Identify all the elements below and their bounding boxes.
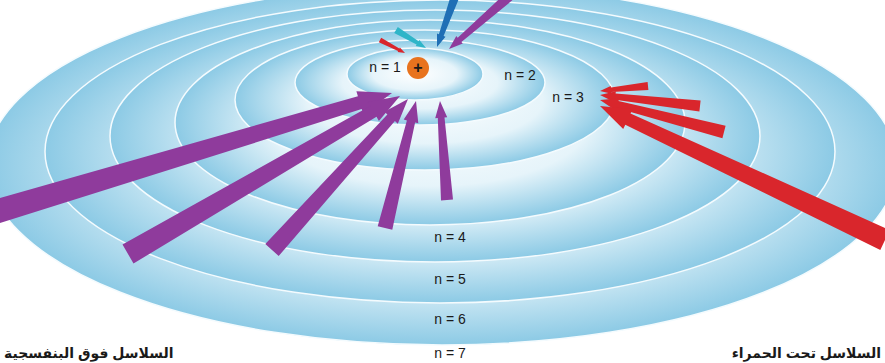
transition-arrow — [600, 106, 885, 250]
transition-arrow — [379, 38, 405, 53]
level-label: n = 7 — [434, 346, 466, 361]
level-label: n = 1 — [369, 60, 401, 75]
charge-sign: + — [413, 60, 422, 76]
orbit-ellipse — [45, 0, 835, 303]
series-label: السلاسل تحت الحمراء — [732, 346, 881, 361]
orbit-ellipse — [235, 30, 615, 170]
transition-arrow — [600, 82, 648, 94]
transition-arrow — [437, 0, 460, 47]
level-label: n = 4 — [434, 230, 466, 245]
level-label: n = 3 — [552, 90, 584, 105]
transition-arrow — [449, 0, 515, 49]
orbit-ellipse — [175, 20, 685, 225]
transition-arrow — [123, 96, 401, 264]
level-label: n = 5 — [434, 272, 466, 287]
transition-arrow — [394, 27, 426, 48]
transition-arrow — [378, 101, 419, 230]
transition-arrow — [265, 99, 408, 256]
nucleus: + — [407, 57, 429, 79]
level-label: n = 6 — [434, 312, 466, 327]
series-label: السلاسل فوق البنفسجية — [4, 346, 174, 361]
orbit-ellipse — [0, 0, 885, 345]
level-label: n = 2 — [504, 68, 536, 83]
transition-arrow — [435, 101, 453, 200]
